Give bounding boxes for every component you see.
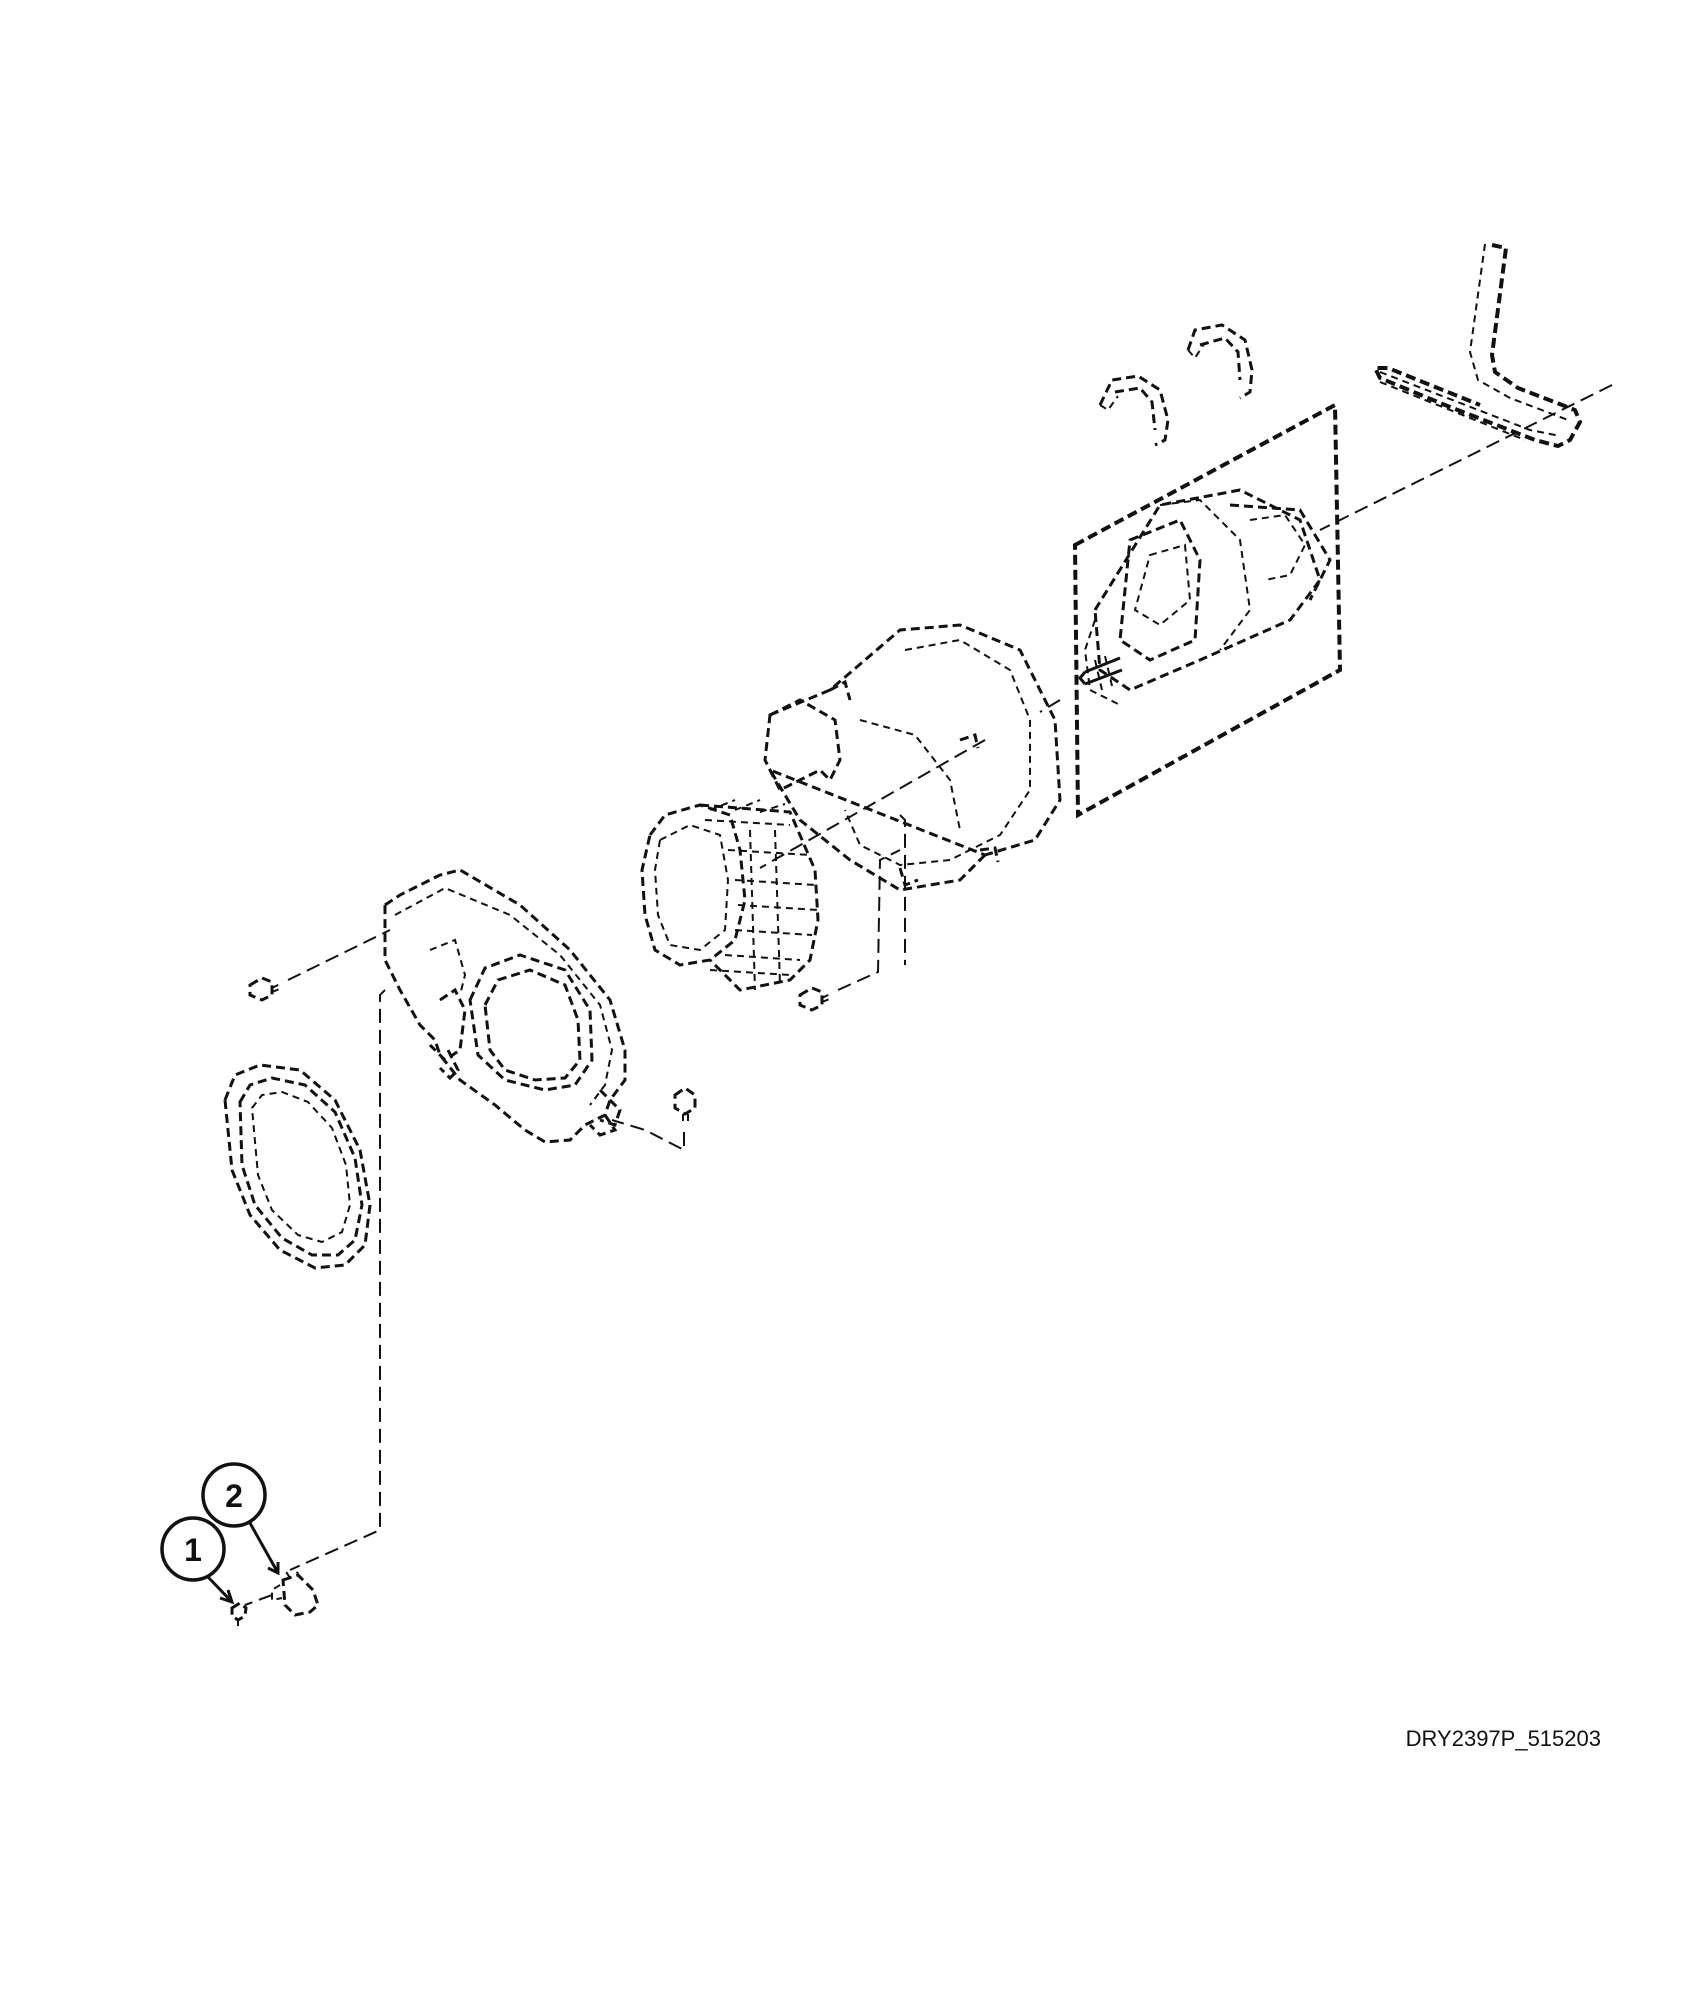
thermostat-part [244,1569,320,1617]
blower-seal-ring [223,1063,372,1270]
motor-mounting-clamp-right [1186,323,1254,400]
housing-screw-lower [611,1086,697,1152]
thermostat-screw [230,1601,248,1626]
drive-belt [1371,243,1583,449]
callout-1-arrow [206,1575,235,1605]
housing-screw-left [248,929,391,1002]
figure-code-label: DRY2397P_515203 [1405,1726,1601,1751]
blower-wheel [640,799,820,992]
assembly-axis-line [759,384,1613,869]
callout-2-number: 2 [225,1478,243,1514]
blower-housing-front [289,868,627,1571]
motor-mounting-clamp-left [1098,374,1170,447]
blower-housing-rear [763,623,1062,965]
callout-1-number: 1 [184,1532,202,1568]
wheel-screw [798,849,901,1012]
drive-motor [1072,401,1343,819]
callout-1[interactable]: 1 [160,1516,235,1605]
callout-2-arrow [248,1522,280,1576]
callout-2[interactable]: 2 [201,1462,280,1576]
